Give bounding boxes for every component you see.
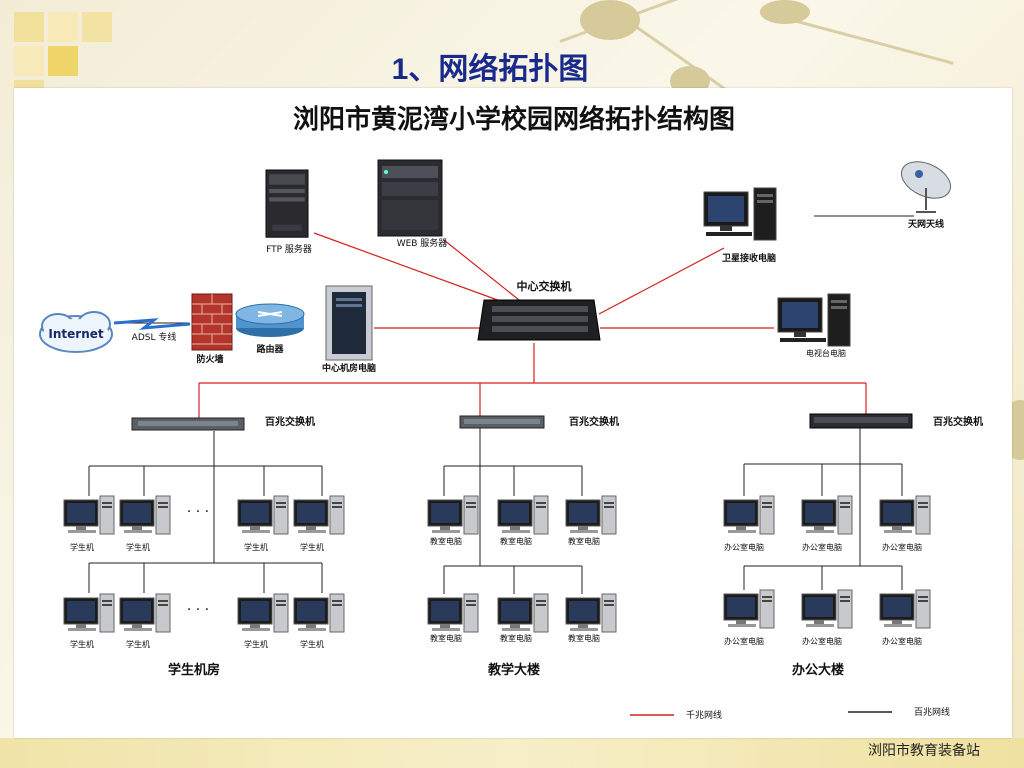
- student-pc-label: 学生机: [70, 639, 94, 649]
- office-pc: [723, 589, 775, 629]
- gigabit-links: [198, 232, 867, 418]
- router-label: 路由器: [256, 343, 284, 355]
- classroom-pc-label: 教室电脑: [568, 633, 600, 643]
- student-pc: [237, 593, 289, 633]
- antenna-label: 天网天线: [908, 218, 944, 230]
- legend-gigabit-label: 千兆网线: [686, 709, 722, 721]
- office-pc-label: 办公室电脑: [724, 636, 764, 646]
- classroom-pc: [497, 593, 549, 633]
- classroom-pc: [427, 495, 479, 535]
- switch-middle-label: 百兆交换机: [569, 415, 619, 428]
- student-pc: [293, 593, 345, 633]
- diagram-panel: 浏阳市黄泥湾小学校园网络拓扑结构图: [14, 88, 1012, 738]
- internet-cloud-icon: [39, 311, 113, 353]
- firewall-icon: [191, 293, 233, 351]
- bottom-strip: [0, 738, 1024, 768]
- group-label-students: 学生机房: [168, 662, 220, 678]
- student-pc-label: 学生机: [126, 542, 150, 552]
- student-pc: [293, 495, 345, 535]
- web-server: [377, 159, 443, 237]
- ftp-server: [265, 169, 309, 238]
- satellite-pc-label: 卫星接收电脑: [722, 252, 776, 264]
- office-pc: [879, 589, 931, 629]
- core-room-pc-label: 中心机房电脑: [322, 362, 376, 374]
- office-pc-label: 办公室电脑: [802, 636, 842, 646]
- student-pc-label: 学生机: [244, 542, 268, 552]
- tv-station-pc-label: 电视台电脑: [806, 348, 846, 358]
- classroom-pc-label: 教室电脑: [500, 633, 532, 643]
- ellipsis: · · ·: [187, 602, 209, 618]
- office-pc: [879, 495, 931, 535]
- student-pc: [237, 495, 289, 535]
- legend: 千兆网线 百兆网线: [630, 706, 950, 721]
- group-label-teaching: 教学大楼: [487, 662, 540, 678]
- legend-100m-label: 百兆网线: [914, 706, 950, 718]
- classroom-pc: [565, 495, 617, 535]
- footer-text: 浏阳市教育装备站: [868, 744, 980, 759]
- office-pc-label: 办公室电脑: [802, 542, 842, 552]
- classroom-pcs: [427, 495, 617, 633]
- tv-station-pc: [777, 293, 851, 347]
- classroom-pc: [565, 593, 617, 633]
- ellipsis: · · ·: [187, 504, 209, 520]
- student-pc-label: 学生机: [70, 542, 94, 552]
- office-pc-label: 办公室电脑: [882, 542, 922, 552]
- adsl-link-icon: [113, 318, 191, 330]
- adsl-label: ADSL 专线: [132, 331, 177, 343]
- slide-title: 1、网络拓扑图: [391, 53, 589, 86]
- classroom-pc-label: 教室电脑: [500, 536, 532, 546]
- internet-label: Internet: [48, 327, 103, 341]
- office-pc: [723, 495, 775, 535]
- student-pc-label: 学生机: [300, 542, 324, 552]
- classroom-pc: [497, 495, 549, 535]
- firewall-label: 防火墙: [196, 353, 223, 365]
- core-switch: [477, 299, 601, 341]
- classroom-pc-label: 教室电脑: [568, 536, 600, 546]
- office-pc-label: 办公室电脑: [882, 636, 922, 646]
- core-room-pc: [325, 285, 373, 361]
- student-pc-label: 学生机: [300, 639, 324, 649]
- office-pc-label: 办公室电脑: [724, 542, 764, 552]
- switch-left-label: 百兆交换机: [265, 415, 315, 428]
- router-icon: [235, 303, 305, 337]
- student-pc-label: 学生机: [126, 639, 150, 649]
- satellite-receiver-pc: [703, 187, 777, 241]
- web-server-label: WEB 服务器: [397, 237, 448, 249]
- core-switch-label: 中心交换机: [517, 279, 572, 293]
- classroom-pc: [427, 593, 479, 633]
- ftp-server-label: FTP 服务器: [266, 243, 312, 255]
- switch-right-label: 百兆交换机: [933, 415, 983, 428]
- classroom-pc-label: 教室电脑: [430, 633, 462, 643]
- student-pc: [119, 495, 171, 535]
- student-pc-label: 学生机: [244, 639, 268, 649]
- topology-diagram: 浏阳市黄泥湾小学校园网络拓扑结构图: [39, 104, 983, 721]
- student-pc: [63, 593, 115, 633]
- switch-left: [131, 417, 245, 431]
- office-pcs: [723, 495, 931, 629]
- student-pc: [63, 495, 115, 535]
- office-pc: [801, 495, 853, 535]
- diagram-title: 浏阳市黄泥湾小学校园网络拓扑结构图: [293, 104, 735, 135]
- switch-right: [809, 413, 913, 429]
- group-label-office: 办公大楼: [792, 662, 844, 678]
- student-pc: [119, 593, 171, 633]
- office-pc: [801, 589, 853, 629]
- classroom-pc-label: 教室电脑: [430, 536, 462, 546]
- satellite-dish-icon: [900, 161, 952, 213]
- switch-middle: [459, 415, 545, 429]
